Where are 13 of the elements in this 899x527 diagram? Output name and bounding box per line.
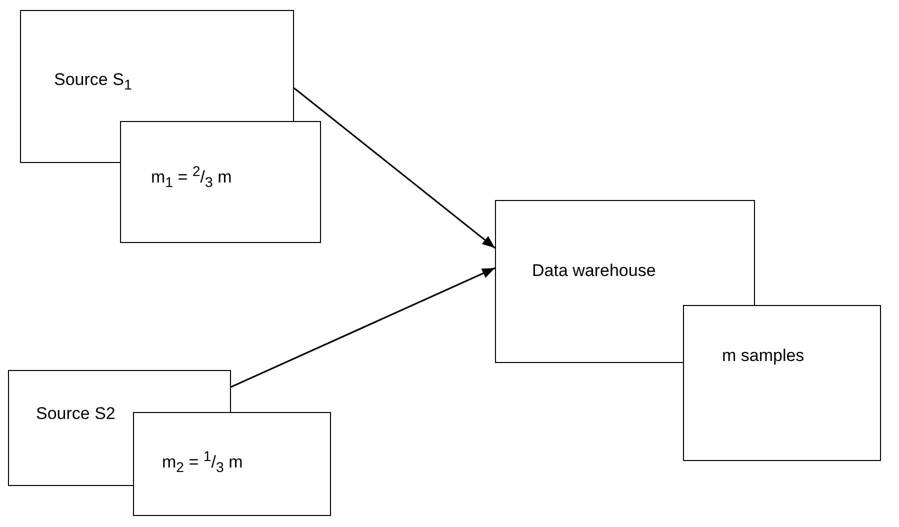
process-box [133,412,331,516]
box-label: m$_{2}$ = $^{1}$/$_{3}$ m [162,449,243,476]
process-box [8,370,231,486]
process-box [20,10,294,163]
box-label: m$_{1}$ = $^{2}$/$_{3}$ m [151,164,232,192]
box-label: Data warehouse [532,261,656,281]
arrow [294,87,496,249]
box-label: m samples [722,346,804,366]
process-box [120,121,321,243]
box-label: Source S$_{1}$ [54,70,132,94]
process-box [683,305,881,461]
arrow [230,267,496,388]
box-label: Source S2 [36,404,116,424]
